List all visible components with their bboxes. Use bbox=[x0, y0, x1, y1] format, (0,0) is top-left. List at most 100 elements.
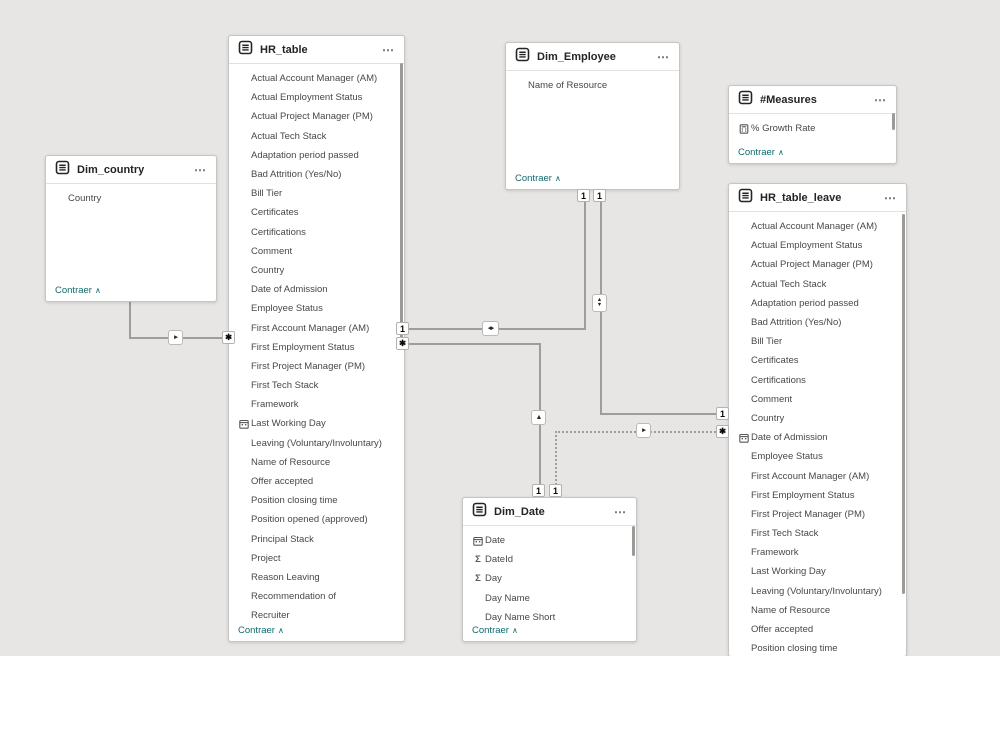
collapse-button[interactable]: Contraer∧ bbox=[55, 285, 105, 296]
cardinality-marker-one[interactable]: 1 bbox=[532, 484, 545, 497]
field-row[interactable]: Actual Tech Stack bbox=[729, 275, 906, 294]
scrollbar-thumb[interactable] bbox=[892, 113, 895, 130]
field-row[interactable]: First Employment Status bbox=[229, 338, 404, 357]
field-row[interactable]: Adaptation period passed bbox=[229, 146, 404, 165]
field-row[interactable]: Actual Employment Status bbox=[229, 88, 404, 107]
cardinality-marker-many[interactable]: ✱ bbox=[396, 337, 409, 350]
collapse-button[interactable]: Contraer∧ bbox=[515, 173, 565, 184]
field-row[interactable]: Framework bbox=[729, 543, 906, 562]
field-row[interactable]: Bill Tier bbox=[729, 332, 906, 351]
cross-filter-single-icon[interactable]: ▲ bbox=[531, 410, 546, 425]
field-row[interactable]: Offer accepted bbox=[729, 620, 906, 639]
cardinality-marker-one[interactable]: 1 bbox=[577, 189, 590, 202]
field-row[interactable]: Actual Account Manager (AM) bbox=[229, 69, 404, 88]
field-row[interactable]: Actual Project Manager (PM) bbox=[729, 255, 906, 274]
table-header-dim_country[interactable]: Dim_country⋯ bbox=[46, 156, 216, 184]
cross-filter-single-icon[interactable]: ▸ bbox=[168, 330, 183, 345]
table-header-measures[interactable]: #Measures⋯ bbox=[729, 86, 896, 114]
field-row[interactable]: Framework bbox=[229, 395, 404, 414]
more-options-icon[interactable]: ⋯ bbox=[657, 49, 670, 64]
field-row[interactable]: Country bbox=[729, 409, 906, 428]
cardinality-marker-one[interactable]: 1 bbox=[593, 189, 606, 202]
field-row[interactable]: Certificates bbox=[729, 351, 906, 370]
more-options-icon[interactable]: ⋯ bbox=[614, 504, 627, 519]
field-row[interactable]: Name of Resource bbox=[506, 76, 679, 95]
cardinality-marker-many[interactable]: ✱ bbox=[716, 425, 729, 438]
field-row[interactable]: Actual Tech Stack bbox=[229, 127, 404, 146]
more-options-icon[interactable]: ⋯ bbox=[884, 190, 897, 205]
field-row[interactable]: Day Name bbox=[463, 589, 636, 608]
field-row[interactable]: First Tech Stack bbox=[229, 376, 404, 395]
field-row[interactable]: Leaving (Voluntary/Involuntary) bbox=[229, 434, 404, 453]
field-row[interactable]: Employee Status bbox=[229, 299, 404, 318]
field-row[interactable]: Actual Account Manager (AM) bbox=[729, 217, 906, 236]
field-row[interactable]: Certifications bbox=[229, 223, 404, 242]
field-row[interactable]: Recruiter bbox=[229, 606, 404, 625]
more-options-icon[interactable]: ⋯ bbox=[194, 162, 207, 177]
relationship-line-country-hr[interactable] bbox=[129, 300, 131, 339]
cardinality-marker-one[interactable]: 1 bbox=[716, 407, 729, 420]
field-row[interactable]: Comment bbox=[729, 390, 906, 409]
relationship-line-employee-leave[interactable] bbox=[600, 413, 728, 415]
relationship-line-hr-employee[interactable] bbox=[584, 196, 586, 330]
field-row[interactable]: Employee Status bbox=[729, 447, 906, 466]
field-row[interactable]: Actual Project Manager (PM) bbox=[229, 107, 404, 126]
table-card-hr_table_leave[interactable]: HR_table_leave⋯ Actual Account Manager (A… bbox=[728, 183, 907, 656]
field-row[interactable]: Last Working Day bbox=[229, 414, 404, 433]
field-row[interactable]: First Account Manager (AM) bbox=[729, 466, 906, 485]
relationship-line-date-leave[interactable] bbox=[555, 431, 557, 497]
collapse-button[interactable]: Contraer∧ bbox=[238, 625, 288, 636]
table-header-dim_date[interactable]: Dim_Date⋯ bbox=[463, 498, 636, 526]
field-row[interactable]: Name of Resource bbox=[729, 601, 906, 620]
field-row[interactable]: Bad Attrition (Yes/No) bbox=[729, 313, 906, 332]
field-row[interactable]: Country bbox=[229, 261, 404, 280]
collapse-button[interactable]: Contraer∧ bbox=[472, 625, 522, 636]
field-row[interactable]: Leaving (Voluntary/Involuntary) bbox=[729, 582, 906, 601]
field-row[interactable]: Principal Stack bbox=[229, 530, 404, 549]
scrollbar-thumb[interactable] bbox=[632, 526, 635, 556]
field-row[interactable]: Reason Leaving bbox=[229, 568, 404, 587]
scrollbar-thumb[interactable] bbox=[902, 214, 905, 594]
field-row[interactable]: Country bbox=[46, 189, 216, 208]
more-options-icon[interactable]: ⋯ bbox=[874, 92, 887, 107]
field-row[interactable]: Date bbox=[463, 531, 636, 550]
table-header-hr_table_leave[interactable]: HR_table_leave⋯ bbox=[729, 184, 906, 212]
relationship-line-date-hr[interactable] bbox=[403, 343, 541, 345]
cardinality-marker-many[interactable]: ✱ bbox=[222, 331, 235, 344]
cross-filter-single-icon[interactable]: ▸ bbox=[636, 423, 651, 438]
table-header-hr_table[interactable]: HR_table⋯ bbox=[229, 36, 404, 64]
field-row[interactable]: Recommendation of bbox=[229, 587, 404, 606]
field-row[interactable]: Project bbox=[229, 549, 404, 568]
field-row[interactable]: Position closing time bbox=[229, 491, 404, 510]
field-row[interactable]: First Account Manager (AM) bbox=[229, 318, 404, 337]
cross-filter-both-icon[interactable]: ◂▸ bbox=[482, 321, 499, 336]
cardinality-marker-one[interactable]: 1 bbox=[396, 322, 409, 335]
field-row[interactable]: Date of Admission bbox=[229, 280, 404, 299]
field-row[interactable]: Comment bbox=[229, 242, 404, 261]
field-row[interactable]: Date of Admission bbox=[729, 428, 906, 447]
table-header-dim_employee[interactable]: Dim_Employee⋯ bbox=[506, 43, 679, 71]
field-row[interactable]: Bill Tier bbox=[229, 184, 404, 203]
field-row[interactable]: Actual Employment Status bbox=[729, 236, 906, 255]
field-row[interactable]: Position closing time bbox=[729, 639, 906, 656]
field-row[interactable]: First Project Manager (PM) bbox=[729, 505, 906, 524]
field-row[interactable]: % Growth Rate bbox=[729, 119, 896, 138]
field-row[interactable]: Last Working Day bbox=[729, 562, 906, 581]
field-row[interactable]: Certificates bbox=[229, 203, 404, 222]
field-row[interactable]: Name of Resource bbox=[229, 453, 404, 472]
field-row[interactable]: Adaptation period passed bbox=[729, 294, 906, 313]
more-options-icon[interactable]: ⋯ bbox=[382, 42, 395, 57]
field-row[interactable]: First Tech Stack bbox=[729, 524, 906, 543]
field-row[interactable]: Bad Attrition (Yes/No) bbox=[229, 165, 404, 184]
field-row[interactable]: First Employment Status bbox=[729, 486, 906, 505]
cross-filter-both-icon[interactable]: ▲▼ bbox=[592, 294, 607, 312]
field-row[interactable]: Position opened (approved) bbox=[229, 510, 404, 529]
field-row[interactable]: Day Name Short bbox=[463, 608, 636, 627]
field-row[interactable]: Offer accepted bbox=[229, 472, 404, 491]
